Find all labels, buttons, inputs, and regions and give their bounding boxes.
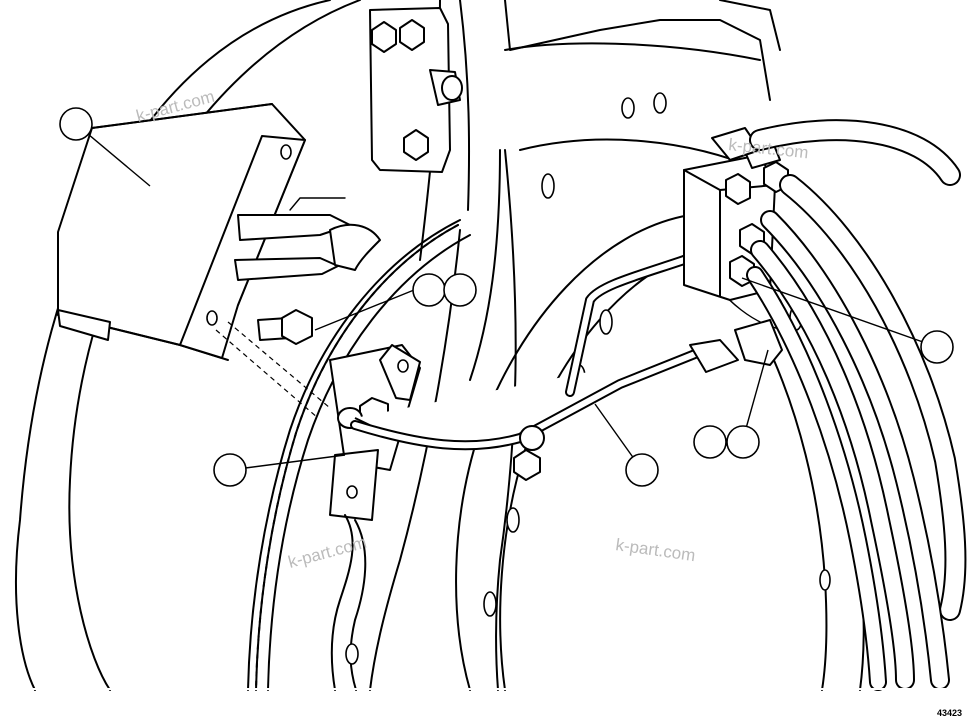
callout-bolt-b[interactable]	[443, 273, 477, 307]
callout-brake-line[interactable]	[625, 453, 659, 487]
sensor-bolt	[257, 309, 313, 345]
hydraulic-hoses	[746, 119, 967, 691]
watermark-text: k-part.com	[614, 535, 696, 565]
watermark-text: k-part.com	[286, 533, 368, 572]
valve-block	[683, 127, 789, 301]
sensor-bracket	[329, 344, 421, 521]
document-number: 43423	[937, 708, 962, 718]
callout-fitting-b[interactable]	[726, 425, 760, 459]
bolt-icon	[371, 19, 429, 161]
lower-housing-edge	[330, 514, 367, 691]
assembly-lines	[215, 321, 331, 419]
top-bracket	[369, 7, 463, 173]
brake-line	[350, 319, 783, 481]
callout-module-box[interactable]	[59, 107, 93, 141]
callout-sensor-bracket[interactable]	[213, 453, 247, 487]
tone-ring	[247, 219, 471, 691]
callouts	[59, 107, 954, 487]
callout-bolt-a[interactable]	[412, 273, 446, 307]
callout-valve-block[interactable]	[920, 330, 954, 364]
flange-ring	[455, 214, 865, 691]
module-box	[57, 103, 381, 361]
callout-fitting-a[interactable]	[693, 425, 727, 459]
